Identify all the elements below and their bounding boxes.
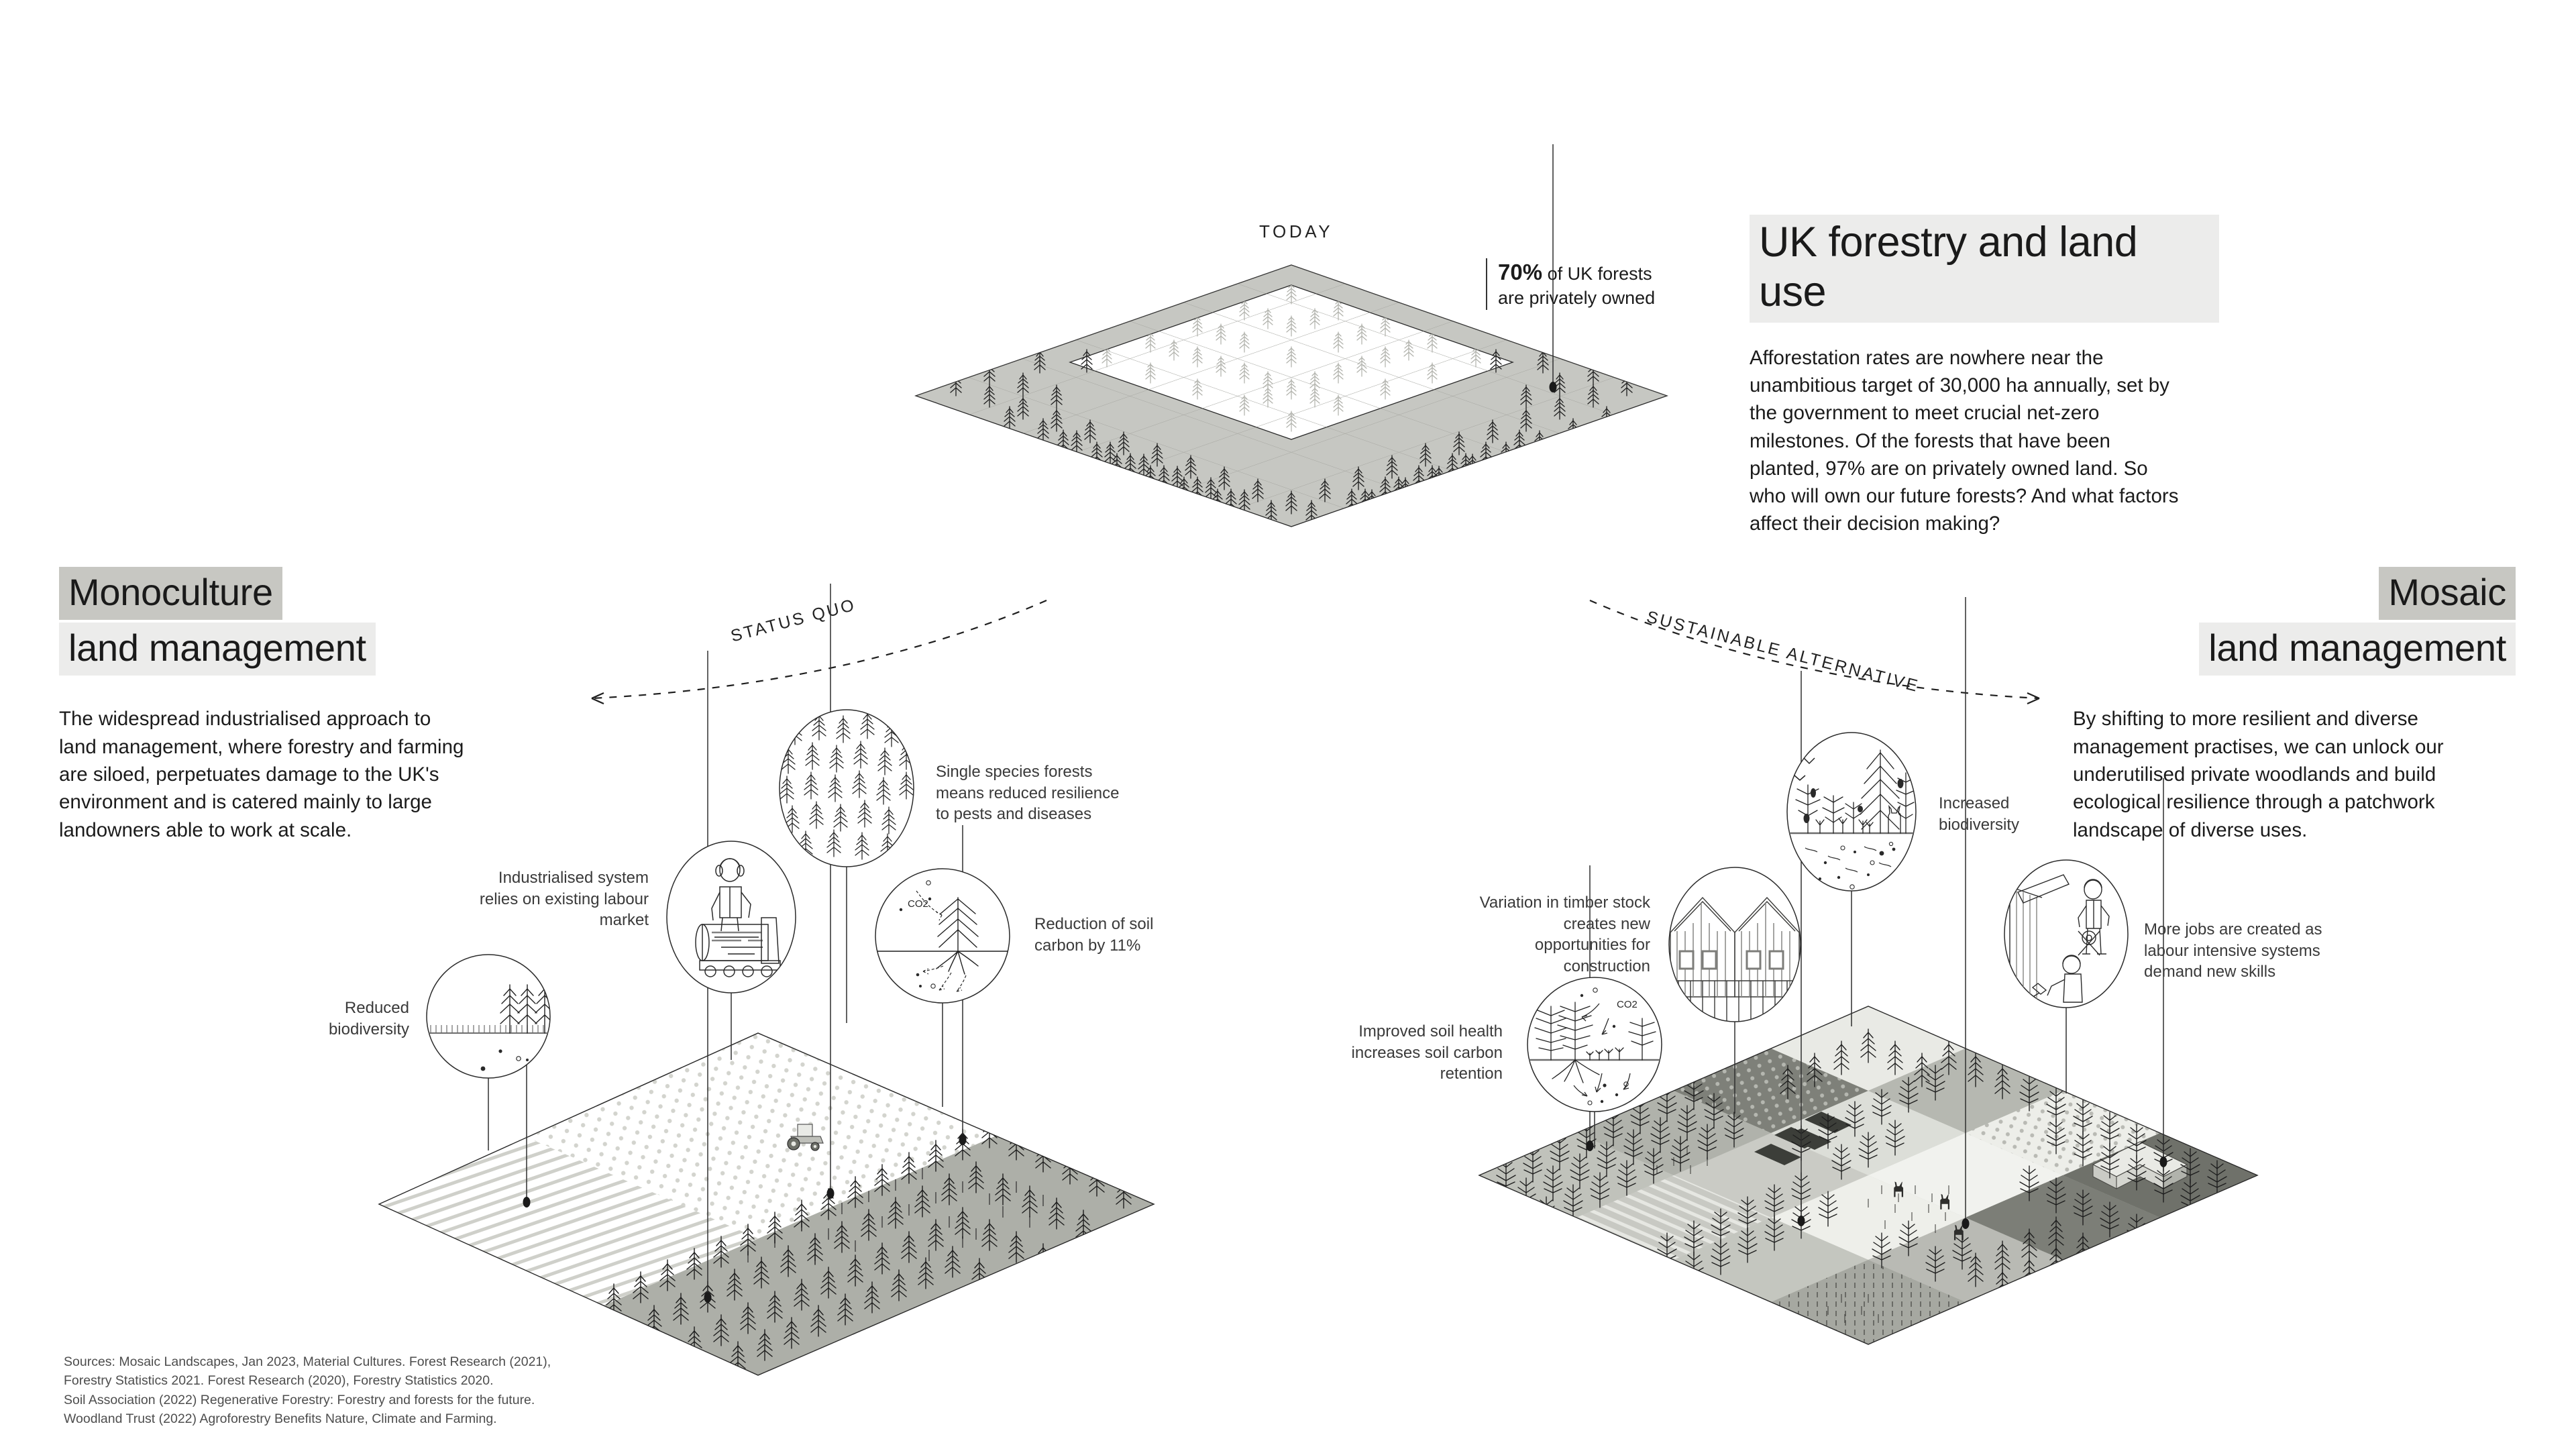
callout-timber-stock-label: Variation in timber stock creates new op…: [1479, 894, 1650, 976]
sources-line-4: Woodland Trust (2022) Agroforestry Benef…: [64, 1411, 497, 1426]
mosaic-landscape: [1466, 597, 2277, 1415]
page-header: UK forestry and land use Afforestation r…: [1750, 215, 2219, 538]
callout-increased-biodiversity: [1781, 731, 1922, 1026]
mosaic-title-2: land management: [2073, 623, 2516, 676]
co2-label-left: CO2: [908, 898, 928, 910]
page-intro: Afforestation rates are nowhere near the…: [1750, 346, 2179, 535]
private-ownership-stat: 70% of UK forests are privately owned: [1486, 258, 1679, 310]
page-title-text: UK forestry and land use: [1750, 215, 2219, 323]
mosaic-title-line2: land management: [2199, 623, 2516, 676]
sources-line-1: Sources: Mosaic Landscapes, Jan 2023, Ma…: [64, 1354, 551, 1369]
monoculture-body: The widespread industrialised approach t…: [59, 708, 464, 841]
callout-labour-market-label: Industrialised system relies on existing…: [479, 869, 649, 930]
callout-single-species-label: Single species forests means reduced res…: [936, 763, 1120, 824]
tractor-icon: [787, 1124, 824, 1151]
mosaic-panel: Mosaic land management By shifting to mo…: [2073, 567, 2516, 844]
status-quo-arrow: [564, 574, 1073, 721]
callout-soil-carbon-label: Reduction of soil carbon by 11%: [1034, 915, 1154, 955]
mosaic-body: By shifting to more resilient and divers…: [2073, 708, 2444, 841]
callout-timber-stock: [1664, 865, 1806, 1114]
co2-label-right: CO2: [1617, 999, 1638, 1010]
callout-improved-soil-health: CO2: [1523, 974, 1667, 1148]
mosaic-title: Mosaic: [2073, 567, 2516, 621]
callout-more-jobs-label: More jobs are created as labour intensiv…: [2144, 920, 2322, 981]
monoculture-landscape: [372, 584, 1177, 1442]
monoculture-panel: Monoculture land management The widespre…: [59, 567, 488, 844]
callout-reduced-biodiversity-label: Reduced biodiversity: [328, 999, 409, 1038]
monoculture-title: Monoculture: [59, 567, 488, 621]
sources-line-3: Soil Association (2022) Regenerative For…: [64, 1392, 535, 1407]
sources-line-2: Forestry Statistics 2021. Forest Researc…: [64, 1373, 494, 1389]
monoculture-title-line1: Monoculture: [59, 567, 282, 621]
callout-improved-soil-health-label: Improved soil health increases soil carb…: [1351, 1022, 1503, 1083]
sources: Sources: Mosaic Landscapes, Jan 2023, Ma…: [64, 1352, 667, 1428]
callout-increased-biodiversity-label: Increased biodiversity: [1939, 794, 2020, 834]
callout-single-species: [775, 708, 919, 1023]
callout-more-jobs: [1999, 859, 2133, 1093]
monoculture-title-2: land management: [59, 623, 488, 676]
page-title: UK forestry and land use: [1750, 215, 2219, 323]
callout-reduced-biodiversity: [421, 949, 555, 1150]
monoculture-title-line2: land management: [59, 623, 376, 676]
stat-value: 70%: [1498, 260, 1543, 284]
callout-labour-market: [661, 839, 802, 1060]
today-landscape: [909, 144, 1674, 540]
today-label: TODAY: [1259, 221, 1334, 241]
mosaic-title-line1: Mosaic: [2379, 567, 2516, 621]
stat-text: of UK forests are privately owned: [1498, 264, 1656, 309]
callout-soil-carbon: CO2: [872, 865, 1013, 1107]
sustainable-alternative-arrow: [1570, 574, 2080, 721]
